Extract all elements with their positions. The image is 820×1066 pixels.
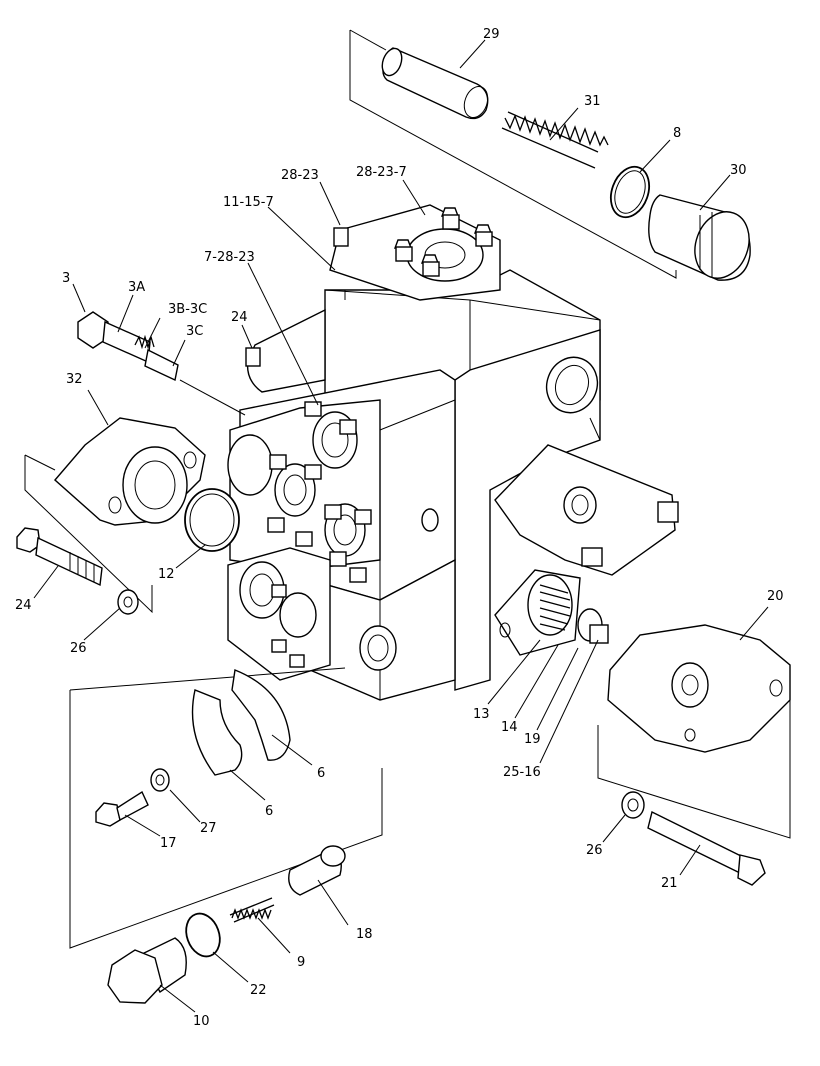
part-21-bolt (647, 810, 766, 886)
callout-12: 12 (158, 567, 175, 582)
callout-20: 20 (767, 589, 784, 604)
part-20-cover (607, 624, 791, 753)
callout-22: 22 (250, 983, 267, 998)
callout-labels: 29 31 8 30 28-23 28-23-7 11-15-7 7-28-23… (15, 27, 784, 1029)
part-30-plug (648, 194, 751, 281)
callout-21: 21 (661, 876, 678, 891)
callout-32: 32 (66, 372, 83, 387)
part-17-bolt (95, 790, 149, 827)
part-31-spring (501, 111, 609, 169)
part-29-sleeve (381, 47, 489, 120)
part-32-cover (54, 417, 206, 526)
callout-18: 18 (356, 927, 373, 942)
callout-25-16: 25-16 (503, 765, 541, 780)
part-27-washer (150, 768, 170, 792)
callout-3: 3 (62, 271, 70, 286)
part-18-pin (288, 845, 346, 896)
right-side-assembly (494, 444, 679, 656)
flange-bolts (267, 401, 372, 583)
part-10-plug (107, 937, 187, 1004)
callout-10: 10 (193, 1014, 210, 1029)
part-6-clamps (191, 669, 291, 776)
callout-3C: 3C (186, 324, 203, 339)
callout-29: 29 (483, 27, 500, 42)
callout-26-left: 26 (70, 641, 87, 656)
part-24-bolt-left (16, 527, 103, 587)
callout-28-23: 28-23 (281, 168, 319, 183)
callout-28-23-7: 28-23-7 (356, 165, 407, 180)
callout-17: 17 (160, 836, 177, 851)
lower-group-frame (69, 667, 383, 949)
part-12-oring (184, 488, 240, 552)
top-group-frame (349, 29, 677, 279)
callout-7-28-23: 7-28-23 (204, 250, 255, 265)
part-26-washer-left (117, 589, 139, 615)
callout-30: 30 (730, 163, 747, 178)
callout-27: 27 (200, 821, 217, 836)
callout-3A: 3A (128, 280, 145, 295)
callout-24-left: 24 (15, 598, 32, 613)
callout-6-upper: 6 (317, 766, 325, 781)
part-22-oring (185, 912, 221, 958)
callout-31: 31 (584, 94, 601, 109)
callout-19: 19 (524, 732, 541, 747)
callout-14: 14 (501, 720, 518, 735)
left-group-frame (24, 454, 153, 614)
part-8-oring (609, 165, 651, 219)
top-bolts (333, 207, 493, 277)
part-26-washer-right (621, 791, 645, 819)
callout-24-top: 24 (231, 310, 248, 325)
callout-11-15-7: 11-15-7 (223, 195, 274, 210)
right-group-frame (597, 690, 791, 839)
part-9-spring (229, 897, 275, 923)
callout-8: 8 (673, 126, 681, 141)
leader-lines (33, 39, 769, 1013)
callout-13: 13 (473, 707, 490, 722)
part-3-cartridge (77, 311, 179, 382)
valve-body (227, 204, 601, 701)
callout-6-lower: 6 (265, 804, 273, 819)
callout-3B-3C: 3B-3C (168, 302, 207, 317)
callout-9: 9 (297, 955, 305, 970)
callout-26-right: 26 (586, 843, 603, 858)
